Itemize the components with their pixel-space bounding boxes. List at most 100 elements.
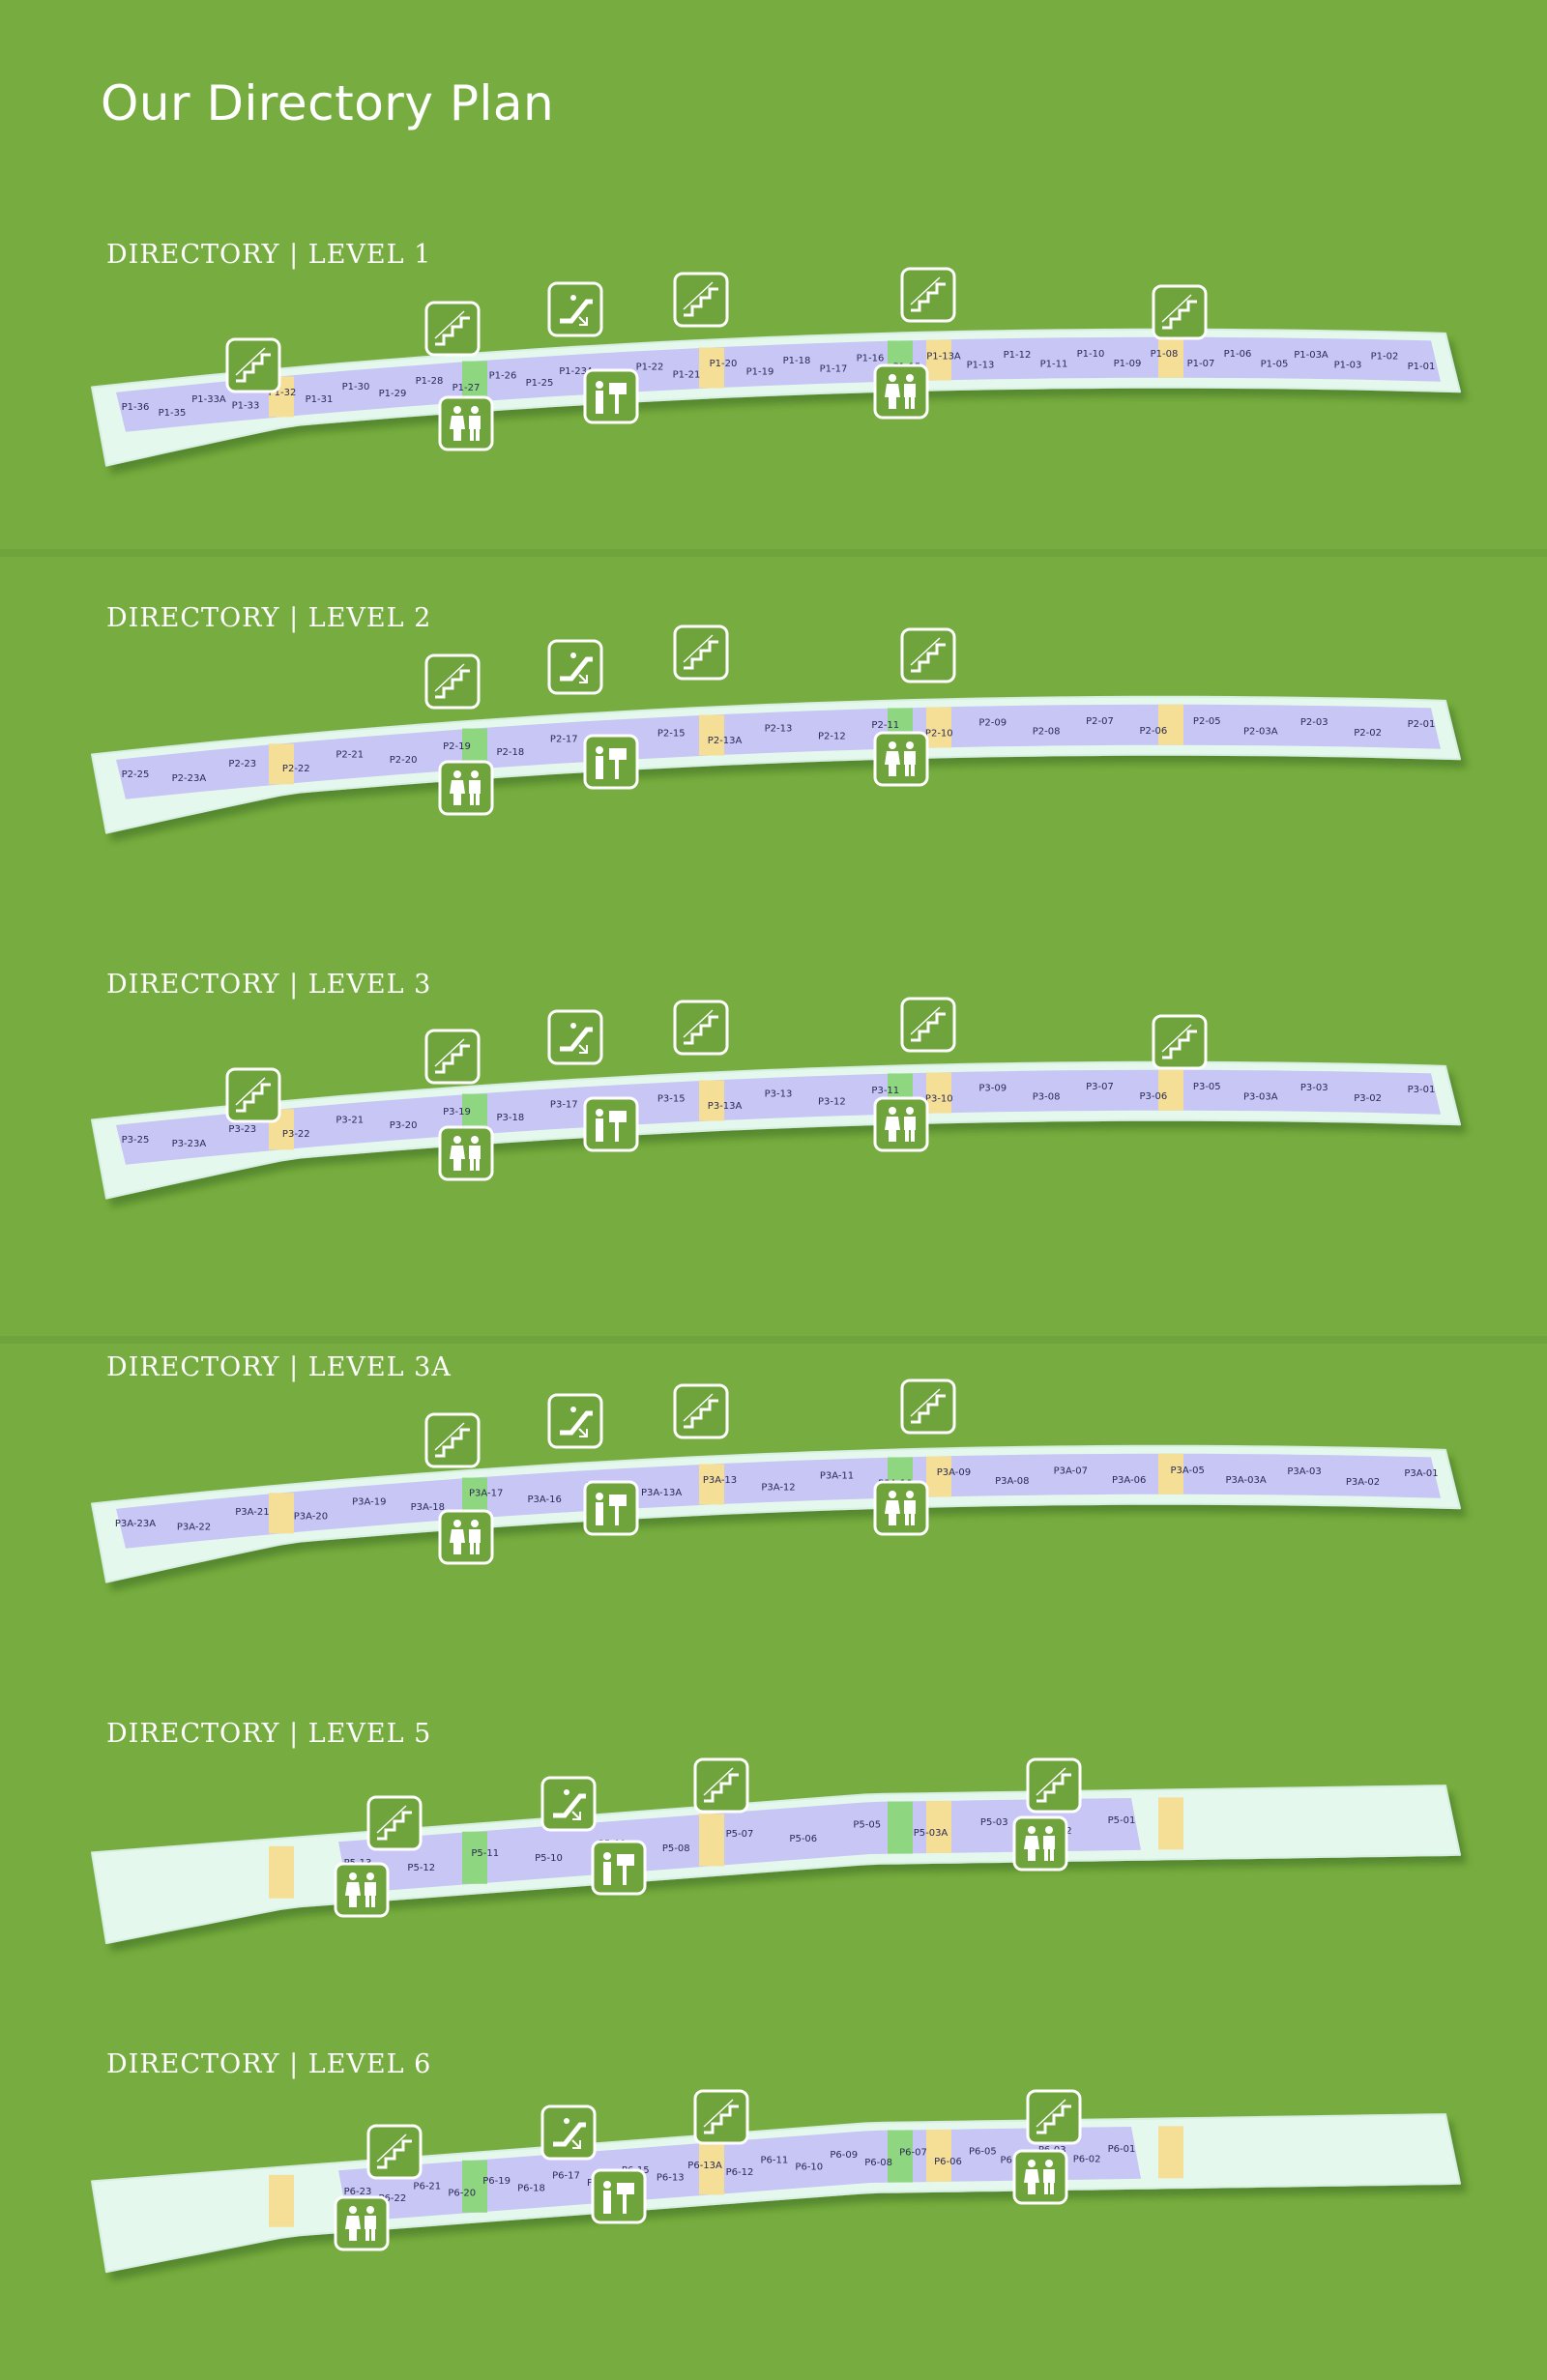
restroom-icon[interactable]: [873, 1096, 929, 1152]
restroom-icon[interactable]: [438, 395, 494, 451]
stairs-icon[interactable]: [693, 2089, 749, 2145]
shop-unit-label[interactable]: P2-22: [282, 764, 310, 774]
shop-unit-label[interactable]: P1-11: [1040, 359, 1068, 369]
shop-unit-label[interactable]: P2-17: [550, 735, 578, 745]
shop-unit-label[interactable]: P2-10: [925, 728, 953, 739]
shop-unit-label[interactable]: P6-13A: [687, 2161, 722, 2171]
shop-unit-label[interactable]: P3-03: [1300, 1083, 1328, 1093]
shop-unit-label[interactable]: P3A-05: [1171, 1466, 1205, 1476]
restroom-icon[interactable]: [873, 1480, 929, 1536]
stairs-icon[interactable]: [900, 267, 956, 323]
shop-unit-label[interactable]: P3-10: [925, 1093, 953, 1104]
shop-unit-label[interactable]: P6-13: [657, 2173, 685, 2184]
shop-unit-label[interactable]: P5-08: [662, 1843, 690, 1854]
stairs-icon[interactable]: [693, 1757, 749, 1814]
shop-unit-label[interactable]: P1-27: [452, 383, 481, 393]
shop-unit-label[interactable]: P2-02: [1354, 728, 1382, 739]
shop-unit-label[interactable]: P1-13A: [926, 351, 961, 362]
shop-unit-label[interactable]: P2-20: [390, 755, 418, 766]
directory-kiosk-icon[interactable]: [591, 2168, 647, 2224]
shop-unit-label[interactable]: P3A-07: [1054, 1466, 1088, 1476]
shop-unit-label[interactable]: P5-05: [853, 1819, 881, 1830]
shop-unit-label[interactable]: P1-16: [857, 353, 885, 363]
stairs-icon[interactable]: [673, 1000, 729, 1056]
shop-unit-label[interactable]: P2-08: [1033, 727, 1061, 738]
shop-unit-label[interactable]: P3A-03: [1287, 1466, 1321, 1477]
shop-unit-label[interactable]: P2-05: [1193, 716, 1221, 727]
shop-unit-label[interactable]: P3A-13: [703, 1475, 737, 1486]
directory-kiosk-icon[interactable]: [583, 1096, 639, 1152]
stairs-icon[interactable]: [1152, 1014, 1208, 1070]
stairs-icon[interactable]: [673, 1383, 729, 1439]
shop-unit-label[interactable]: P3A-23A: [115, 1519, 156, 1529]
shop-unit-label[interactable]: P3-23: [228, 1124, 256, 1135]
shop-unit-label[interactable]: P6-02: [1073, 2155, 1101, 2165]
stairs-icon[interactable]: [225, 1067, 281, 1123]
restroom-icon[interactable]: [438, 760, 494, 816]
shop-unit-label[interactable]: P1-31: [306, 394, 334, 405]
shop-unit-label[interactable]: P2-25: [122, 769, 150, 780]
shop-unit-label[interactable]: P6-19: [482, 2176, 511, 2187]
shop-unit-label[interactable]: P1-33: [232, 401, 260, 412]
shop-unit-label[interactable]: P1-20: [710, 359, 738, 369]
stairs-icon[interactable]: [366, 2124, 423, 2180]
shop-unit-label[interactable]: P3A-06: [1112, 1475, 1146, 1486]
shop-unit-label[interactable]: P6-06: [934, 2157, 962, 2167]
shop-unit-label[interactable]: P3-01: [1408, 1085, 1436, 1095]
escalator-icon[interactable]: [549, 283, 601, 335]
shop-unit-label[interactable]: P2-15: [657, 729, 686, 740]
shop-unit-label[interactable]: P2-03: [1300, 717, 1328, 728]
shop-unit-label[interactable]: P1-12: [1004, 350, 1032, 361]
shop-unit-label[interactable]: P3-13: [765, 1089, 793, 1100]
shop-unit-label[interactable]: P1-08: [1151, 349, 1179, 360]
stairs-icon[interactable]: [900, 627, 956, 683]
shop-unit-label[interactable]: P2-13A: [708, 736, 743, 746]
shop-unit-label[interactable]: P2-09: [978, 717, 1007, 728]
shop-unit-label[interactable]: P3A-21: [235, 1507, 269, 1518]
stairs-icon[interactable]: [424, 301, 481, 357]
shop-unit-label[interactable]: P2-12: [818, 732, 846, 742]
shop-unit-label[interactable]: P3-18: [497, 1113, 525, 1123]
stairs-icon[interactable]: [424, 653, 481, 710]
stairs-icon[interactable]: [900, 997, 956, 1053]
shop-unit-label[interactable]: P3-02: [1354, 1093, 1382, 1104]
shop-unit-label[interactable]: P5-03A: [914, 1828, 949, 1839]
shop-unit-label[interactable]: P1-02: [1371, 351, 1399, 362]
shop-unit-label[interactable]: P3A-11: [820, 1470, 854, 1481]
stairs-icon[interactable]: [900, 1379, 956, 1435]
shop-unit-label[interactable]: P3-21: [336, 1115, 364, 1125]
shop-unit-label[interactable]: P6-18: [517, 2183, 545, 2193]
shop-unit-label[interactable]: P1-32: [269, 388, 297, 398]
shop-unit-label[interactable]: P3A-03A: [1226, 1475, 1267, 1486]
shop-unit-label[interactable]: P3A-17: [469, 1489, 503, 1499]
shop-unit-label[interactable]: P1-13: [967, 361, 995, 371]
shop-unit-label[interactable]: P1-25: [526, 378, 554, 389]
escalator-icon[interactable]: [542, 1778, 595, 1830]
shop-unit-label[interactable]: P5-11: [471, 1848, 499, 1859]
shop-unit-label[interactable]: P3-17: [550, 1100, 578, 1111]
shop-unit-label[interactable]: P1-26: [489, 371, 517, 382]
restroom-icon[interactable]: [1012, 2149, 1068, 2205]
shop-unit-label[interactable]: P6-12: [726, 2167, 754, 2178]
shop-unit-label[interactable]: P2-03A: [1243, 726, 1278, 737]
directory-kiosk-icon[interactable]: [583, 734, 639, 790]
escalator-icon[interactable]: [549, 1011, 601, 1063]
shop-unit-label[interactable]: P2-01: [1408, 719, 1436, 730]
shop-unit-label[interactable]: P1-21: [673, 370, 701, 381]
shop-unit-label[interactable]: P5-03: [980, 1817, 1008, 1828]
shop-unit-label[interactable]: P1-36: [122, 402, 150, 413]
shop-unit-label[interactable]: P5-07: [726, 1829, 754, 1840]
shop-unit-label[interactable]: P1-07: [1187, 359, 1215, 369]
stairs-icon[interactable]: [1152, 284, 1208, 340]
shop-unit-label[interactable]: P5-10: [535, 1853, 563, 1864]
directory-kiosk-icon[interactable]: [591, 1840, 647, 1896]
shop-unit-label[interactable]: P1-18: [783, 356, 811, 366]
shop-unit-label[interactable]: P2-11: [871, 720, 899, 731]
shop-unit-label[interactable]: P2-18: [497, 747, 525, 758]
shop-unit-label[interactable]: P3A-20: [294, 1512, 328, 1523]
directory-kiosk-icon[interactable]: [583, 368, 639, 424]
shop-unit-label[interactable]: P2-19: [443, 741, 471, 752]
shop-unit-label[interactable]: P3A-22: [177, 1523, 211, 1533]
shop-unit-label[interactable]: P3A-18: [411, 1502, 445, 1513]
stairs-icon[interactable]: [424, 1029, 481, 1085]
